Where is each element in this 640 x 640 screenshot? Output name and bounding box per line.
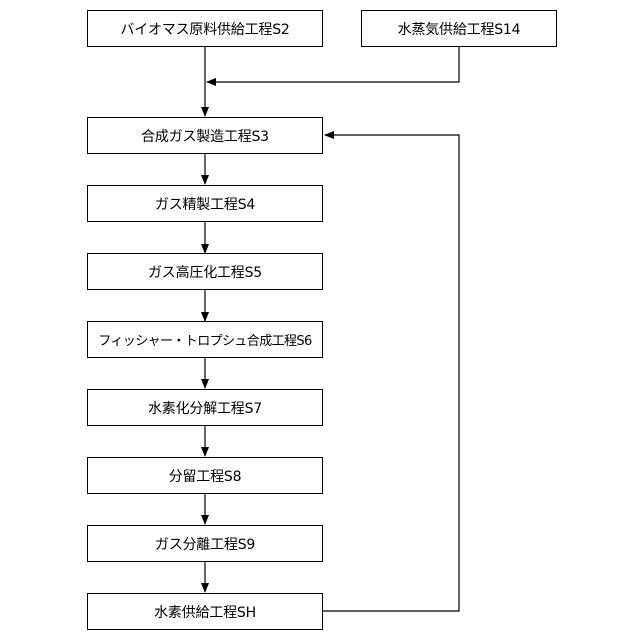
step-hydrogen-supply-sh: 水素供給工程SH (87, 593, 323, 630)
step-gas-compression-s5: ガス高圧化工程S5 (87, 253, 323, 290)
arrow-s14-to-main (207, 46, 459, 82)
step-fischer-tropsch-s6: フィッシャー・トロプシュ合成工程S6 (87, 321, 323, 358)
step-hydrocracking-s7: 水素化分解工程S7 (87, 389, 323, 426)
step-syngas-production-s3: 合成ガス製造工程S3 (87, 117, 323, 154)
step-fractionation-s8: 分留工程S8 (87, 457, 323, 494)
step-biomass-feed-s2: バイオマス原料供給工程S2 (87, 10, 323, 47)
step-steam-supply-s14: 水蒸気供給工程S14 (361, 10, 557, 47)
step-gas-separation-s9: ガス分離工程S9 (87, 525, 323, 562)
step-gas-purification-s4: ガス精製工程S4 (87, 185, 323, 222)
arrow-sh-feedback-to-s3 (323, 135, 459, 611)
